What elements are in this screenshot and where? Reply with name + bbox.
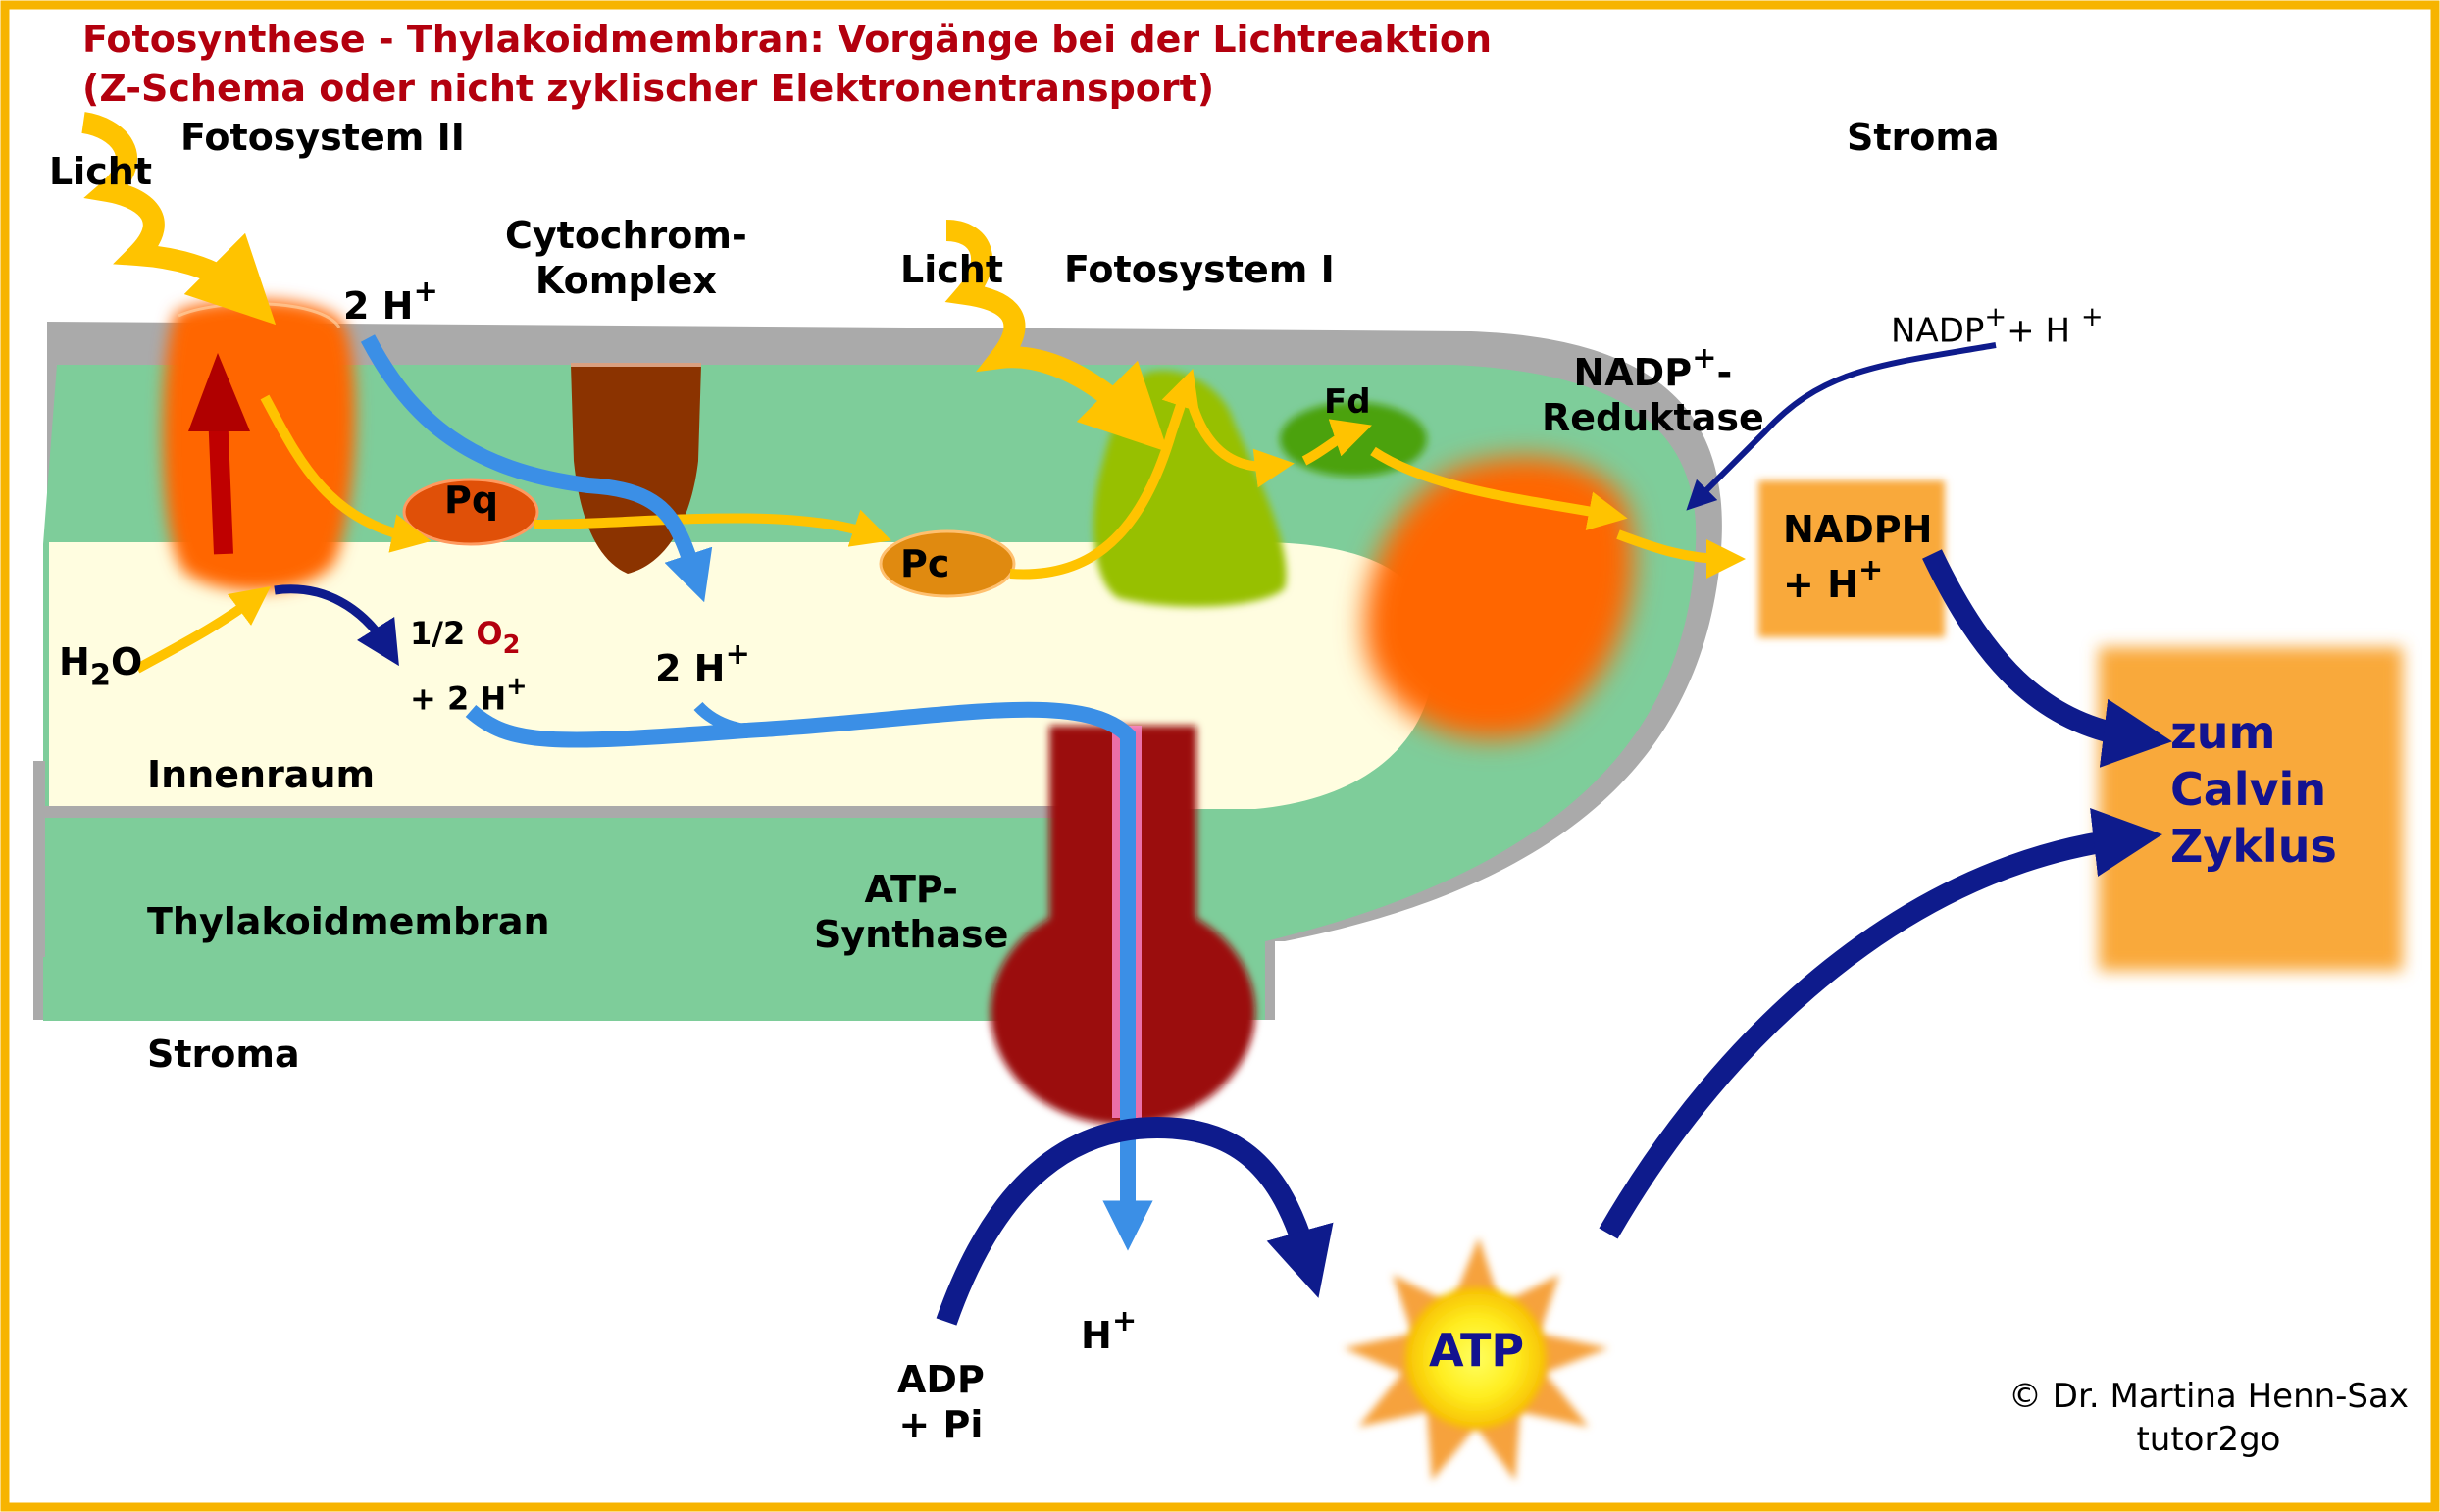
label-plus-2h-sup: + — [506, 671, 528, 701]
label-nadp-reduktase: NADP+- Reduktase — [1542, 341, 1764, 440]
membrane-lower-gray — [33, 761, 45, 957]
label-stroma-top: Stroma — [1847, 116, 2000, 159]
label-nadp-text: NADP — [1891, 311, 1985, 351]
plastocyanin — [879, 529, 1016, 598]
title-line-1: Fotosynthese - Thylakoidmembran: Vorgäng… — [82, 18, 1493, 61]
label-2h-top-sup: + — [413, 275, 438, 309]
label-zyklus: Zyklus — [2170, 820, 2337, 873]
label-h2o-h: H — [59, 640, 90, 683]
label-2h-mid-text: 2 H — [655, 647, 726, 691]
label-h2o: H2O — [59, 640, 142, 694]
title-line-2: (Z-Schema oder nicht zyklischer Elektron… — [82, 67, 1215, 110]
label-h-plus-sup: + — [1111, 1304, 1138, 1338]
label-innenraum: Innenraum — [147, 753, 376, 796]
label-atp-synthase: ATP- Synthase — [814, 868, 1008, 957]
label-2h-top-text: 2 H — [343, 284, 414, 328]
light-arrow-ps1 — [944, 220, 1169, 453]
ps2-internal-arrowhead — [188, 353, 250, 431]
label-nadph-sup: + — [1857, 552, 1884, 587]
label-pc: Pc — [900, 542, 950, 585]
label-2h-top: 2 H+ — [343, 275, 438, 329]
label-cytochrom: Cytochrom- Komplex — [505, 214, 747, 303]
label-atp-synthase-line-1: ATP- — [864, 868, 958, 911]
label-half-o2: 1/2 O2 + 2 H+ — [410, 613, 528, 719]
label-adp-pi: ADP + Pi — [897, 1358, 985, 1447]
label-adp: ADP — [897, 1358, 985, 1401]
copyright: © Dr. Martina Henn-Sax tutor2go — [2008, 1375, 2409, 1461]
label-2h-mid: 2 H+ — [655, 637, 750, 692]
label-nadp-reduktase-line-2: Reduktase — [1542, 395, 1764, 439]
label-zum-calvin-zyklus: zum Calvin Zyklus — [2170, 704, 2337, 875]
label-h2o-2: 2 — [89, 658, 111, 693]
photosystem-2 — [163, 299, 356, 591]
label-zum: zum — [2170, 706, 2276, 759]
label-stroma-bottom: Stroma — [147, 1033, 300, 1076]
light-arrow-ps2 — [80, 112, 277, 326]
electron-transport-arrows — [134, 369, 1746, 674]
label-plus-h-sup: + — [2080, 302, 2104, 332]
label-licht-ps2: Licht — [49, 150, 152, 193]
label-thylakoidmembran: Thylakoidmembran — [147, 900, 550, 943]
label-atp-synthase-line-2: Synthase — [814, 912, 1009, 956]
label-fd: Fd — [1324, 382, 1371, 422]
ps2-internal-arrow — [208, 411, 233, 555]
label-plus-2h-text: + 2 H — [410, 680, 507, 718]
navy-arrows — [274, 342, 2172, 1326]
label-2h-mid-sup: + — [725, 637, 750, 672]
label-licht-ps1: Licht — [900, 248, 1003, 291]
label-nadp-reduktase-dash: - — [1716, 351, 1733, 395]
proton-arrows — [360, 334, 1153, 1251]
label-cytochrom-line-1: Cytochrom- — [505, 214, 747, 257]
label-cytochrom-line-2: Komplex — [534, 258, 717, 302]
label-nadp-reduktase-sup: + — [1692, 341, 1717, 376]
copyright-line-2: tutor2go — [2136, 1420, 2281, 1459]
label-fotosystem-1: Fotosystem I — [1064, 248, 1335, 291]
nadph-box — [1758, 480, 1945, 637]
label-pq: Pq — [444, 479, 499, 522]
label-nadph: NADPH + H+ — [1783, 508, 1932, 607]
label-half-o2-fraction: 1/2 — [410, 615, 477, 652]
label-nadph-line-1: NADPH — [1783, 508, 1933, 551]
label-h2o-o: O — [110, 640, 143, 683]
label-nadp-reduktase-nadp: NADP — [1573, 351, 1693, 395]
label-pi: + Pi — [898, 1402, 984, 1446]
plastoquinone — [402, 478, 539, 546]
atp-sun — [1344, 1237, 1608, 1481]
label-nadp-plus-h: NADP++ H + — [1891, 302, 2104, 351]
label-nadp-sup: + — [1984, 302, 2008, 332]
label-h-plus: H+ — [1081, 1304, 1137, 1359]
label-half-o2-o: O — [476, 615, 503, 652]
label-atp: ATP — [1429, 1324, 1525, 1377]
nadp-reductase — [1364, 456, 1634, 739]
label-half-o2-2: 2 — [502, 630, 521, 660]
copyright-line-1: © Dr. Martina Henn-Sax — [2008, 1377, 2409, 1416]
label-nadph-line-2: + H — [1783, 562, 1858, 606]
label-calvin: Calvin — [2170, 763, 2327, 816]
label-fotosystem-2: Fotosystem II — [180, 116, 465, 159]
label-plus-h-text: + H — [2007, 311, 2081, 351]
label-h-plus-text: H — [1081, 1314, 1112, 1358]
